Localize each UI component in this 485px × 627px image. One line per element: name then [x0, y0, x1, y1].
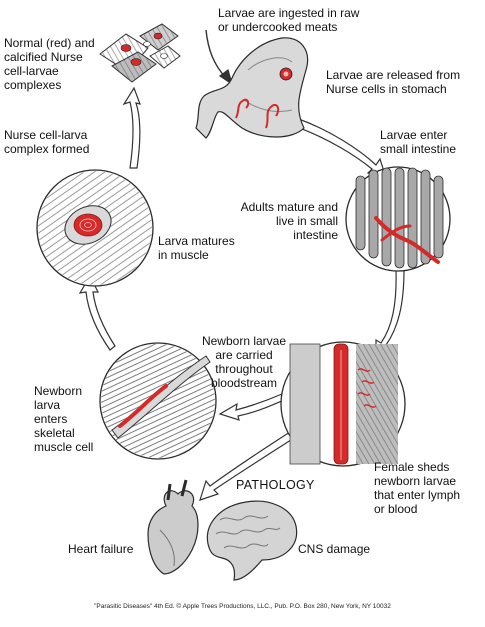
label-enter-intestine: Larvae enter small intestine [380, 128, 457, 156]
brain-illustration [206, 500, 298, 581]
arrow-muscle-to-mature [78, 274, 116, 351]
newborn-larva-muscle-illustration [99, 342, 217, 460]
arrow-complex-to-calcified [122, 86, 141, 169]
arrow-meat-to-stomach [205, 29, 234, 86]
label-complex-formed: Nurse cell-larva complex formed [4, 128, 90, 156]
label-ingested: Larvae are ingested in raw or undercooke… [218, 6, 360, 34]
larva-matures-illustration [36, 169, 154, 287]
label-cns-damage: CNS damage [298, 542, 371, 556]
arrow-stomach-to-intestine [293, 117, 387, 179]
stomach-illustration [195, 37, 309, 139]
label-released: Larvae are released from Nurse cells in … [326, 68, 461, 96]
female-worm-illustration [280, 341, 406, 467]
label-enters-muscle: Newborn larva enters skeletal muscle cel… [34, 384, 94, 454]
copyright-footer: "Parasitic Diseases" 4th Ed. © Apple Tre… [94, 603, 391, 610]
heart-illustration [147, 479, 199, 575]
intestine-villi-illustration [345, 166, 451, 272]
label-carried-bloodstream: Newborn larvae are carried throughout bl… [201, 334, 287, 390]
arrow-bloodstream-to-muscle [218, 393, 285, 421]
calcified-complexes-illustration [99, 23, 181, 83]
label-larva-matures: Larva matures in muscle [158, 234, 235, 262]
arrow-pathology [199, 431, 295, 501]
label-heart-failure: Heart failure [68, 542, 134, 556]
label-female-sheds: Female sheds newborn larvae that enter l… [374, 460, 461, 516]
label-pathology: PATHOLOGY [236, 478, 315, 492]
label-adults-mature: Adults mature and live in small intestin… [240, 200, 338, 242]
label-calcified-complexes: Normal (red) and calcified Nurse cell-la… [4, 36, 95, 92]
